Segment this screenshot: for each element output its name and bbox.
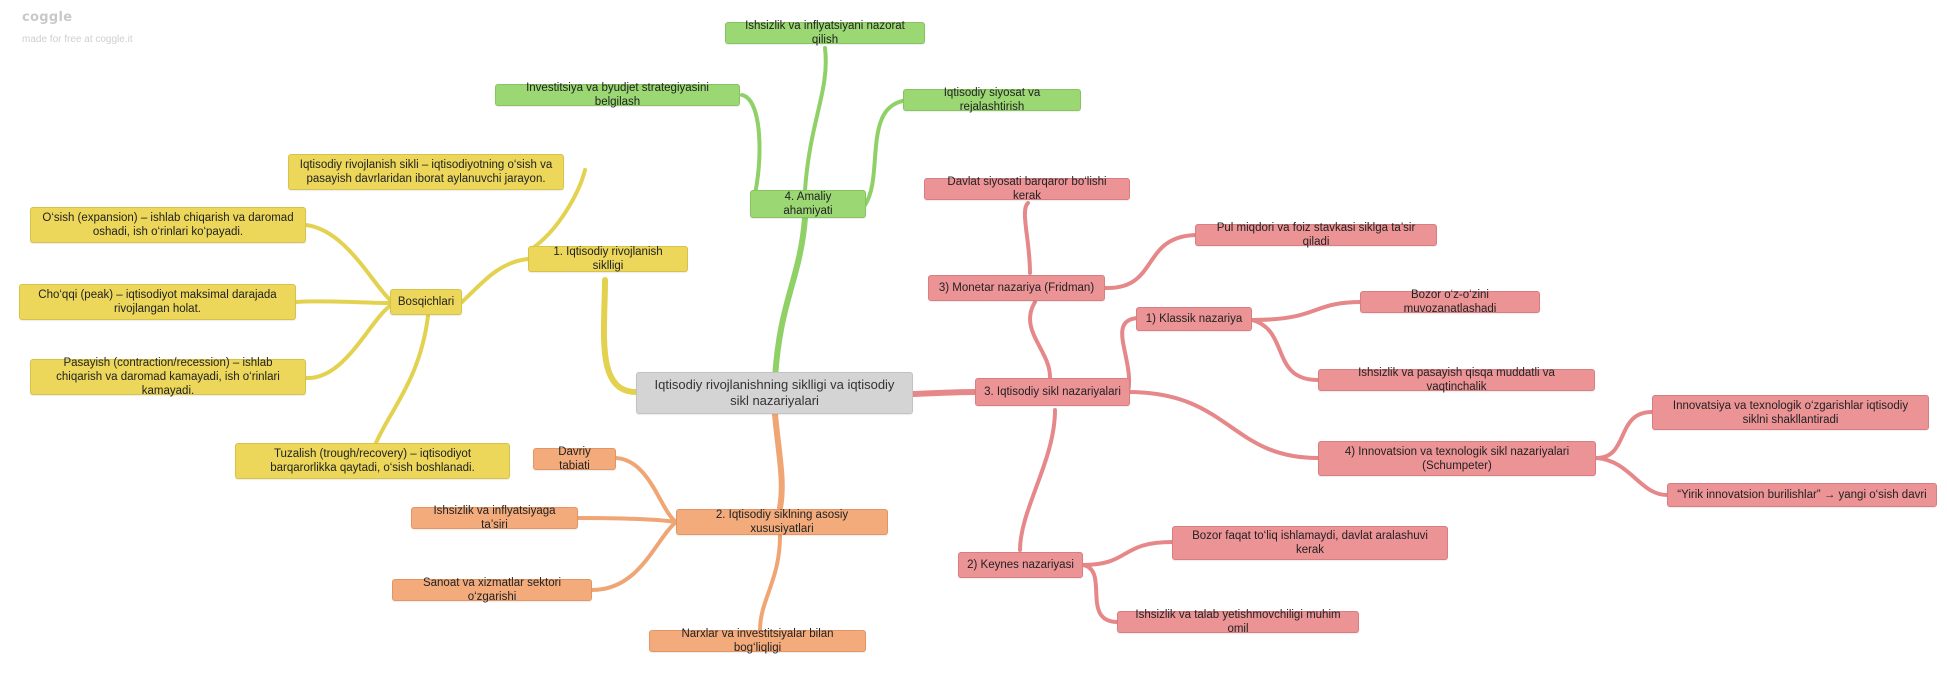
stage-contraction[interactable]: Pasayish (contraction/recession) – ishla… bbox=[30, 357, 306, 397]
keynes-node[interactable]: 2) Keynes nazariyasi bbox=[958, 552, 1083, 578]
link-branch4-item3 bbox=[863, 98, 914, 207]
stage-recovery[interactable]: Tuzalish (trough/recovery) – iqtisodiyot… bbox=[235, 443, 510, 479]
link-branch1-stages bbox=[460, 257, 530, 304]
link-branch3-innov bbox=[1126, 390, 1320, 460]
innov-node[interactable]: 4) Innovatsion va texnologik sikl nazari… bbox=[1318, 441, 1596, 476]
link-branch2-item4 bbox=[758, 534, 782, 632]
link-innov-item1 bbox=[1594, 410, 1654, 460]
stages-node[interactable]: Bosqichlari bbox=[390, 289, 462, 315]
branch2-item-prices[interactable]: Narxlar va investitsiyalar bilan bog‘liq… bbox=[649, 628, 866, 654]
stage-peak[interactable]: Cho‘qqi (peak) – iqtisodiyot maksimal da… bbox=[19, 284, 296, 320]
branch4-item-control[interactable]: Ishsizlik va inflyatsiyani nazorat qilis… bbox=[725, 20, 925, 46]
link-root-branch4 bbox=[772, 215, 808, 381]
branch2-item-sectors[interactable]: Sanoat va xizmatlar sektori o‘zgarishi bbox=[392, 577, 592, 603]
branch3-node[interactable]: 3. Iqtisodiy sikl nazariyalari bbox=[975, 378, 1130, 406]
branch4-item-policy[interactable]: Iqtisodiy siyosat va rejalashtirish bbox=[903, 87, 1081, 113]
monetar-item-policy[interactable]: Davlat siyosati barqaror bo‘lishi kerak bbox=[924, 176, 1130, 202]
link-classic-item1 bbox=[1250, 300, 1364, 322]
keynes-item-demand[interactable]: Ishsizlik va talab yetishmovchiligi muhi… bbox=[1117, 609, 1359, 635]
classic-node[interactable]: 1) Klassik nazariya bbox=[1136, 307, 1252, 331]
stage-expansion[interactable]: O‘sish (expansion) – ishlab chiqarish va… bbox=[30, 207, 306, 243]
link-branch3-keynes bbox=[1018, 408, 1057, 552]
innov-item-technology[interactable]: Innovatsiya va texnologik o‘zgarishlar i… bbox=[1652, 395, 1929, 430]
link-branch2-item2 bbox=[576, 516, 678, 524]
link-keynes-item1 bbox=[1081, 540, 1174, 567]
link-stages-item4 bbox=[373, 314, 430, 447]
link-root-branch1 bbox=[600, 277, 639, 395]
monetar-item-money[interactable]: Pul miqdori va foiz stavkasi siklga ta’s… bbox=[1195, 222, 1437, 248]
classic-item-unemployment[interactable]: Ishsizlik va pasayish qisqa muddatli va … bbox=[1318, 367, 1595, 393]
classic-item-market[interactable]: Bozor o‘z-o‘zini muvozanatlashadi bbox=[1360, 289, 1540, 315]
link-classic-item2 bbox=[1250, 318, 1320, 382]
link-monetar-item1 bbox=[1022, 201, 1032, 275]
branch2-node[interactable]: 2. Iqtisodiy siklning asosiy xususiyatla… bbox=[676, 509, 888, 535]
link-keynes-item2 bbox=[1081, 563, 1120, 624]
link-stages-item3 bbox=[304, 304, 392, 381]
branch1-definition[interactable]: Iqtisodiy rivojlanish sikli – iqtisodiyo… bbox=[288, 154, 564, 190]
coggle-tagline: made for free at coggle.it bbox=[22, 34, 133, 45]
link-branch1-definition bbox=[528, 168, 587, 252]
innov-item-turns[interactable]: “Yirik innovatsion burilishlar” → yangi … bbox=[1667, 483, 1937, 507]
link-branch4-item2 bbox=[740, 93, 762, 207]
link-stages-item1 bbox=[304, 223, 392, 302]
link-branch2-item1 bbox=[614, 456, 678, 524]
branch4-node[interactable]: 4. Amaliy ahamiyati bbox=[750, 190, 866, 218]
link-branch3-monetar bbox=[1028, 300, 1052, 379]
coggle-logo: coggle bbox=[22, 10, 73, 25]
link-monetar-item2 bbox=[1103, 233, 1200, 291]
link-root-branch2 bbox=[772, 411, 785, 511]
branch2-item-unemployment[interactable]: Ishsizlik va inflyatsiyaga ta’siri bbox=[411, 505, 578, 531]
branch2-item-periodic[interactable]: Davriy tabiati bbox=[533, 446, 616, 472]
link-innov-item2 bbox=[1594, 456, 1669, 497]
branch4-item-investment[interactable]: Investitsiya va byudjet strategiyasini b… bbox=[495, 82, 740, 108]
link-root-branch3 bbox=[910, 389, 978, 397]
link-stages-item2 bbox=[294, 299, 392, 305]
link-branch4-item1 bbox=[803, 46, 828, 192]
branch1-node[interactable]: 1. Iqtisodiy rivojlanish siklligi bbox=[528, 246, 688, 272]
keynes-item-market[interactable]: Bozor faqat to‘liq ishlamaydi, davlat ar… bbox=[1172, 526, 1448, 560]
root-node[interactable]: Iqtisodiy rivojlanishning siklligi va iq… bbox=[636, 372, 913, 414]
monetar-node[interactable]: 3) Monetar nazariya (Fridman) bbox=[928, 275, 1105, 301]
link-branch2-item3 bbox=[590, 520, 678, 592]
